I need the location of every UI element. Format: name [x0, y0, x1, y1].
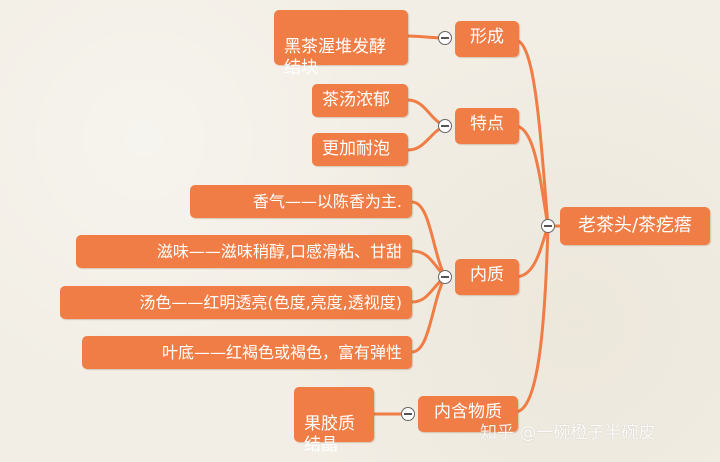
leaf-node-neizhi-2[interactable]: 滋味——滋味稍醇,口感滑粘、甘甜 [76, 235, 412, 268]
collapse-xingcheng-icon[interactable] [438, 31, 452, 45]
leaf-label: 黑茶渥堆发酵 结块 [284, 37, 386, 78]
branch-node-xingcheng[interactable]: 形成 [455, 21, 519, 57]
leaf-node-neizhi-4[interactable]: 叶底——红褐色或褐色，富有弹性 [82, 336, 412, 369]
branch-label: 内质 [470, 265, 504, 285]
leaf-label: 果胶质 结晶 [304, 414, 355, 455]
connector-neizhi-1 [411, 200, 447, 278]
collapse-neizhi-icon[interactable] [438, 270, 452, 284]
root-node[interactable]: 老茶头/茶疙瘩 [560, 207, 710, 245]
leaf-node-xingcheng-1[interactable]: 黑茶渥堆发酵 结块 [274, 10, 408, 78]
leaf-label: 滋味——滋味稍醇,口感滑粘、甘甜 [156, 242, 402, 261]
collapse-root-icon[interactable] [541, 219, 555, 233]
collapse-neihan-icon[interactable] [401, 407, 415, 421]
connector-root-neizhi [514, 225, 550, 279]
leaf-node-tedian-1[interactable]: 茶汤浓郁 [312, 84, 408, 117]
branch-label: 内含物质 [434, 402, 502, 422]
connector-neizhi-4 [411, 276, 447, 354]
leaf-label: 叶底——红褐色或褐色，富有弹性 [161, 343, 402, 362]
branch-label: 形成 [470, 27, 504, 47]
connector-root-xingcheng [514, 38, 550, 227]
connector-root-tedian [514, 124, 550, 227]
leaf-node-neizhi-3[interactable]: 汤色——红明透亮(色度,亮度,透视度) [60, 286, 412, 319]
branch-label: 特点 [470, 114, 504, 134]
leaf-label: 汤色——红明透亮(色度,亮度,透视度) [139, 293, 402, 312]
leaf-label: 香气——以陈香为主. [252, 192, 402, 211]
leaf-node-tedian-2[interactable]: 更加耐泡 [312, 133, 408, 166]
watermark: 知乎 @一碗橙子半碗皮 [480, 423, 656, 443]
leaf-label: 更加耐泡 [322, 139, 390, 159]
leaf-node-neizhi-1[interactable]: 香气——以陈香为主. [190, 185, 412, 218]
branch-node-neizhi[interactable]: 内质 [455, 259, 519, 295]
root-node-label: 老茶头/茶疙瘩 [577, 215, 693, 236]
connector-root-neihan [514, 225, 550, 414]
branch-node-tedian[interactable]: 特点 [455, 108, 519, 144]
leaf-node-neihan-1[interactable]: 果胶质 结晶 [294, 387, 374, 455]
branch-node-neihan[interactable]: 内含物质 [418, 396, 518, 432]
leaf-label: 茶汤浓郁 [322, 90, 390, 110]
collapse-tedian-icon[interactable] [438, 119, 452, 133]
